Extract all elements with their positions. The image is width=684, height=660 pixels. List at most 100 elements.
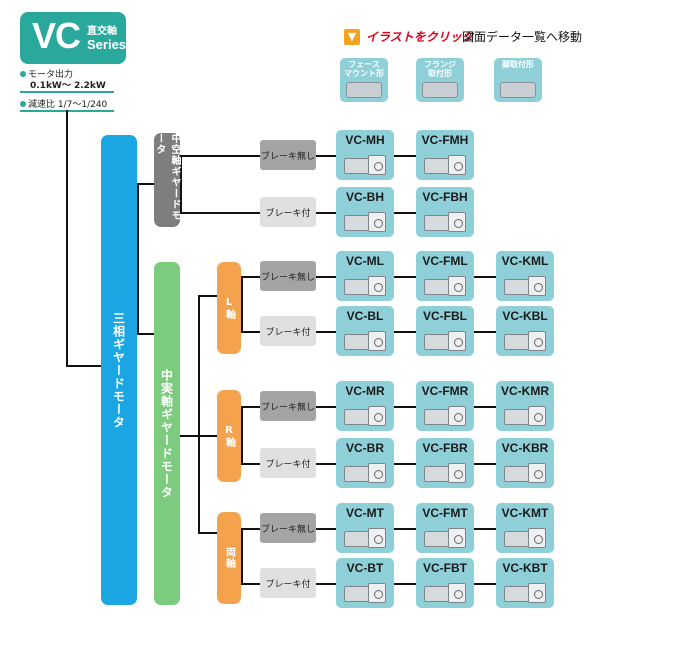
product-card[interactable]: VC-KBT — [496, 558, 554, 608]
product-card[interactable]: VC-BR — [336, 438, 394, 488]
mount-foot[interactable]: 脚取付形 — [494, 58, 542, 102]
connector-line — [241, 463, 261, 465]
connector-line — [241, 276, 243, 332]
product-card[interactable]: VC-BL — [336, 306, 394, 356]
connector-line — [316, 463, 336, 465]
motor-illustration — [424, 462, 466, 484]
product-model: VC-BT — [346, 561, 384, 575]
mount-face-label2: マウント形 — [344, 69, 384, 78]
product-model: VC-BH — [346, 190, 384, 204]
logo-vc: VC — [32, 15, 81, 56]
product-card[interactable]: VC-BH — [336, 187, 394, 237]
product-card[interactable]: VC-KMT — [496, 503, 554, 553]
product-card[interactable]: VC-KBR — [496, 438, 554, 488]
product-card[interactable]: VC-FMH — [416, 130, 474, 180]
product-card[interactable]: VC-BT — [336, 558, 394, 608]
foot-mount-illustration — [500, 82, 536, 98]
product-model: VC-ML — [346, 254, 384, 268]
motor-illustration — [424, 211, 466, 233]
product-model: VC-BR — [346, 441, 384, 455]
connector-line — [394, 528, 416, 530]
motor-illustration — [504, 527, 546, 549]
category-l-shaft: L軸 — [217, 262, 241, 354]
mount-flange-label2: 取付形 — [428, 69, 452, 78]
connector-line — [180, 155, 260, 157]
product-card[interactable]: VC-FBR — [416, 438, 474, 488]
motor-illustration — [344, 275, 386, 297]
category-three-phase: 三相ギヤードモータ — [101, 135, 137, 605]
product-model: VC-KBT — [502, 561, 548, 575]
connector-line — [394, 155, 416, 157]
product-model: VC-FBH — [422, 190, 468, 204]
motor-illustration — [344, 527, 386, 549]
connector-line — [137, 183, 155, 185]
connector-line — [180, 435, 200, 437]
product-model: VC-FBL — [423, 309, 467, 323]
product-card[interactable]: VC-FBH — [416, 187, 474, 237]
product-model: VC-KBL — [502, 309, 548, 323]
motor-illustration — [344, 154, 386, 176]
product-card[interactable]: VC-KMR — [496, 381, 554, 431]
product-model: VC-KMR — [501, 384, 549, 398]
product-card[interactable]: VC-FMT — [416, 503, 474, 553]
product-model: VC-FMR — [421, 384, 469, 398]
connector-line — [198, 295, 200, 533]
connector-line — [137, 183, 139, 333]
brake-with-label: ブレーキ付 — [260, 448, 316, 478]
product-card[interactable]: VC-MT — [336, 503, 394, 553]
divider — [20, 91, 114, 93]
connector-line — [137, 333, 155, 335]
motor-illustration — [424, 582, 466, 604]
spec-output: モータ出力 — [20, 67, 73, 80]
connector-line — [474, 331, 496, 333]
product-model: VC-FMH — [421, 133, 469, 147]
logo-series: Series — [87, 37, 127, 52]
product-model: VC-FMT — [422, 506, 468, 520]
brake-with-label: ブレーキ付 — [260, 316, 316, 346]
connector-line — [316, 212, 336, 214]
connector-line — [394, 406, 416, 408]
product-model: VC-FBR — [422, 441, 468, 455]
connector-line — [198, 435, 218, 437]
brake-none-label: ブレーキ無し — [260, 140, 316, 170]
product-card[interactable]: VC-MH — [336, 130, 394, 180]
motor-illustration — [424, 275, 466, 297]
motor-illustration — [344, 405, 386, 427]
motor-illustration — [344, 582, 386, 604]
connector-line — [66, 110, 68, 366]
connector-line — [316, 276, 336, 278]
product-card[interactable]: VC-FBT — [416, 558, 474, 608]
connector-line — [316, 528, 336, 530]
brake-none-label: ブレーキ無し — [260, 513, 316, 543]
mount-face[interactable]: フェースマウント形 — [340, 58, 388, 102]
connector-line — [316, 406, 336, 408]
connector-line — [394, 212, 416, 214]
category-r-shaft: R軸 — [217, 390, 241, 482]
connector-line — [474, 528, 496, 530]
hint-drawing-link[interactable]: 図面データ一覧へ移動 — [462, 30, 583, 44]
spec-output-value: 0.1kW～ 2.2kW — [30, 81, 106, 91]
connector-line — [241, 528, 261, 530]
product-card[interactable]: VC-FMR — [416, 381, 474, 431]
product-card[interactable]: VC-FBL — [416, 306, 474, 356]
product-card[interactable]: VC-KML — [496, 251, 554, 301]
mount-face-label1: フェース — [348, 60, 380, 69]
motor-illustration — [504, 275, 546, 297]
product-card[interactable]: VC-KBL — [496, 306, 554, 356]
connector-line — [474, 406, 496, 408]
product-card[interactable]: VC-ML — [336, 251, 394, 301]
connector-line — [474, 276, 496, 278]
logo-subtitle: 直交軸 — [87, 26, 117, 37]
product-card[interactable]: VC-MR — [336, 381, 394, 431]
connector-line — [394, 463, 416, 465]
product-card[interactable]: VC-FML — [416, 251, 474, 301]
mount-flange[interactable]: フランジ取付形 — [416, 58, 464, 102]
category-solid-shaft: 中実軸ギヤードモータ — [154, 262, 180, 605]
motor-illustration — [344, 330, 386, 352]
motor-illustration — [424, 527, 466, 549]
hint-click-illustration: イラストをクリック — [366, 30, 474, 44]
motor-illustration — [504, 462, 546, 484]
face-mount-illustration — [346, 82, 382, 98]
motor-illustration — [424, 154, 466, 176]
product-model: VC-KMT — [501, 506, 549, 520]
